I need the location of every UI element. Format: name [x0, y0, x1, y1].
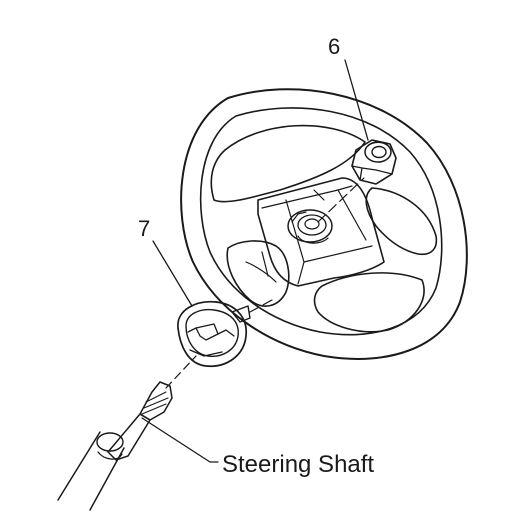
callout-6: 6 — [328, 34, 340, 59]
cap-part — [177, 299, 273, 367]
steering-wheel — [180, 88, 468, 360]
leader-line-7 — [152, 240, 193, 307]
wheel-opening-lower — [313, 272, 425, 333]
wheel-spoke-left — [226, 240, 290, 307]
leader-line-6 — [344, 59, 369, 141]
wheel-rim-outer — [180, 88, 468, 360]
wheel-opening-upper — [210, 124, 366, 203]
callout-7: 7 — [138, 216, 150, 241]
steering-shaft-label: Steering Shaft — [222, 451, 374, 478]
nut-part — [351, 139, 397, 185]
wheel-opening-right — [365, 187, 438, 256]
steering-shaft-part — [57, 355, 197, 511]
leader-line-shaft — [141, 417, 219, 463]
hub-boss — [287, 209, 333, 244]
wheel-hub-plate — [257, 177, 385, 287]
